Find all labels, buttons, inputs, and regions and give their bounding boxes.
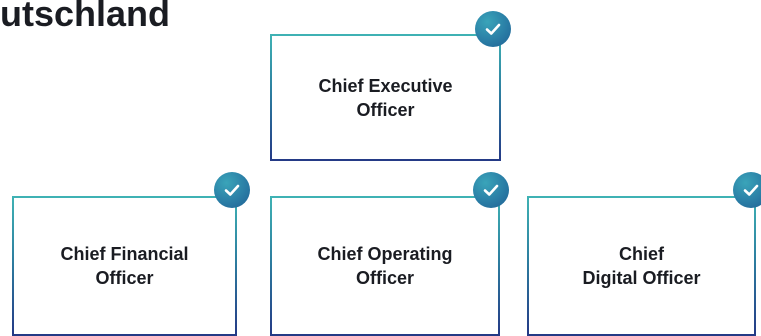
page-heading: utschland <box>0 0 171 34</box>
org-box-label: Chief Financial Officer <box>60 244 189 288</box>
org-box-label: Chief Executive Officer <box>318 75 453 120</box>
org-box-label: Chief Digital Officer <box>582 244 701 288</box>
check-icon <box>475 11 511 47</box>
org-box-chief-operating-officer: Chief Operating Officer <box>270 196 500 336</box>
org-box-chief-executive-officer: Chief Executive Officer <box>270 34 501 161</box>
check-icon <box>473 172 509 208</box>
org-box-label: Chief Operating Officer <box>317 244 453 288</box>
check-icon <box>214 172 250 208</box>
check-icon <box>733 172 761 208</box>
org-box-chief-financial-officer: Chief Financial Officer <box>12 196 237 336</box>
org-box-chief-digital-officer: Chief Digital Officer <box>527 196 756 336</box>
